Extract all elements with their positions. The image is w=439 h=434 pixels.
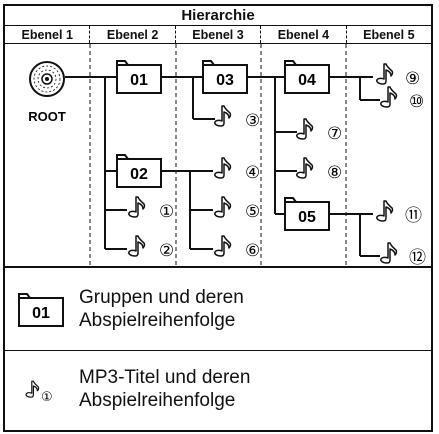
legend-track-text: MP3-Titel und deren Abspielreihenfolge (79, 366, 250, 412)
root-disc-icon (29, 61, 65, 97)
track-12-number: ⑫ (409, 248, 426, 266)
music-note-icon (214, 235, 232, 257)
legend-folder-icon: 01 (18, 293, 64, 327)
music-note-icon (296, 118, 314, 140)
track-8-number: ⑧ (327, 163, 342, 182)
music-note-icon (128, 196, 146, 218)
folder-03-label: 03 (216, 72, 234, 89)
level-header-row: Ebenel 1 Ebenel 2 Ebenel 3 Ebenel 4 Eben… (3, 26, 433, 44)
folder-03: 03 (202, 60, 248, 94)
music-note-icon (380, 86, 398, 108)
folder-02-label: 02 (130, 166, 148, 183)
hierarchy-diagram: Hierarchie Ebenel 1 Ebenel 2 Ebenel 3 Eb… (3, 4, 435, 432)
music-note-icon (376, 63, 394, 85)
track-3: ③ (214, 105, 260, 130)
track-11: ⑪ (376, 200, 422, 225)
legend-folder-icon-label: 01 (32, 305, 50, 322)
legend-track-icon: ① (25, 380, 53, 404)
legend-track-text-line2: Abspielreihenfolge (79, 390, 236, 411)
track-10-number: ⑩ (409, 92, 424, 111)
folder-01: 01 (116, 60, 162, 94)
folder-05-label: 05 (298, 209, 316, 226)
music-note-icon (214, 157, 232, 179)
track-4-number: ④ (245, 163, 260, 182)
track-2-number: ② (159, 241, 174, 260)
track-7: ⑦ (296, 118, 342, 143)
music-note-icon (214, 196, 232, 218)
legend-track-text-line1: MP3-Titel und deren (79, 367, 251, 388)
folder-04: 04 (284, 60, 330, 94)
track-5: ⑤ (214, 196, 260, 221)
track-3-number: ③ (245, 111, 260, 130)
track-5-number: ⑤ (245, 202, 260, 221)
track-11-number: ⑪ (405, 206, 422, 225)
track-6-number: ⑥ (245, 241, 260, 260)
music-note-icon (296, 157, 314, 179)
level-header-5: Ebenel 5 (363, 27, 415, 42)
tree-canvas: ROOT 01 02 03 04 (28, 44, 426, 267)
legend-row-track: ① MP3-Titel und deren Abspielreihenfolge (5, 350, 431, 432)
tree-area: ROOT 01 02 03 04 (3, 44, 433, 267)
legend: 01 Gruppen und deren Abspielreihenfolge … (3, 266, 433, 432)
legend-folder-text-line1: Gruppen und deren (79, 287, 244, 308)
music-note-icon (25, 380, 40, 398)
track-9-number: ⑨ (405, 69, 420, 88)
music-note-icon (214, 105, 232, 127)
level-header-1: Ebenel 1 (5, 26, 91, 43)
folder-01-label: 01 (130, 72, 148, 89)
track-4: ④ (214, 157, 260, 182)
track-8: ⑧ (296, 157, 342, 182)
track-9: ⑨ (376, 63, 420, 88)
legend-row-folder: 01 Gruppen und deren Abspielreihenfolge (5, 268, 431, 351)
level-header-4: Ebenel 4 (261, 26, 347, 43)
diagram-title: Hierarchie (3, 4, 433, 26)
level-header-3: Ebenel 3 (176, 26, 262, 43)
level-header-2: Ebenel 2 (90, 26, 176, 43)
track-7-number: ⑦ (327, 124, 342, 143)
folder-05: 05 (284, 197, 330, 231)
track-1-number: ① (159, 202, 174, 221)
folder-02: 02 (116, 154, 162, 188)
music-note-icon (380, 242, 398, 264)
music-note-icon (376, 200, 394, 222)
folder-04-label: 04 (298, 72, 316, 89)
track-1: ① (128, 196, 174, 221)
legend-track-icon-label: ① (41, 389, 53, 404)
track-12: ⑫ (380, 242, 426, 267)
legend-folder-text-line2: Abspielreihenfolge (79, 310, 236, 331)
legend-folder-text: Gruppen und deren Abspielreihenfolge (79, 286, 244, 332)
track-2: ② (128, 235, 174, 260)
column-dividers (89, 44, 347, 266)
root-label: ROOT (28, 109, 66, 124)
track-6: ⑥ (214, 235, 260, 260)
track-10: ⑩ (380, 86, 424, 111)
music-note-icon (128, 235, 146, 257)
